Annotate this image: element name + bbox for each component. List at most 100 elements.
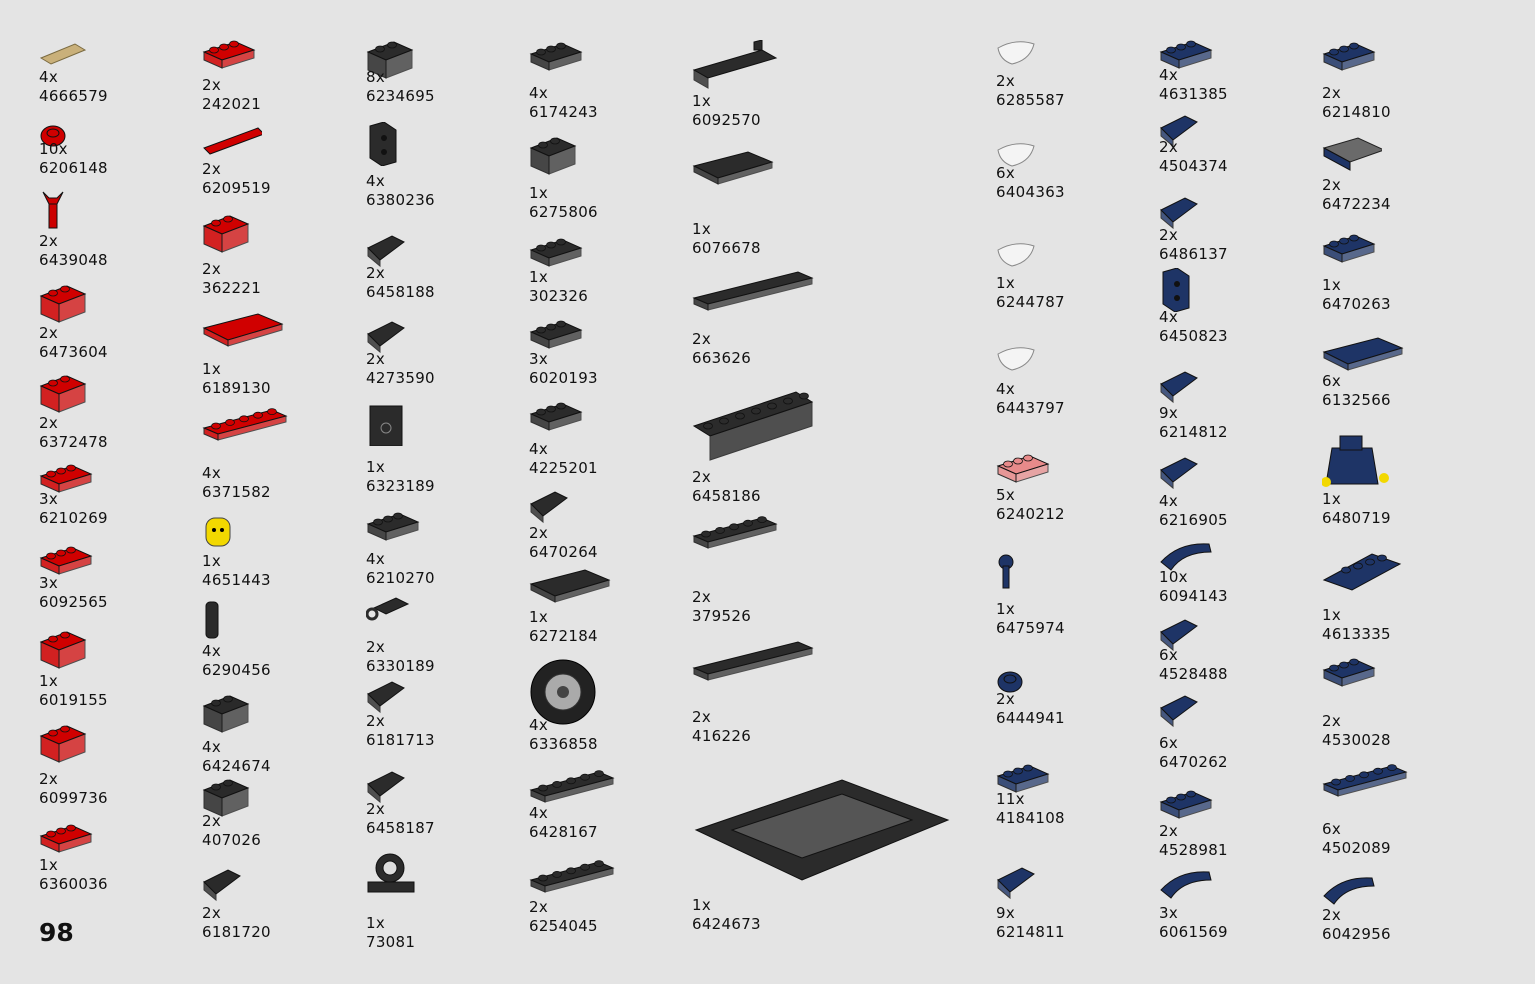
- slope-icon: [203, 869, 241, 902]
- part-number: 6174243: [529, 103, 598, 121]
- part-quantity: 2x: [39, 324, 59, 342]
- tile-icon: [529, 569, 611, 603]
- part-quantity: 2x: [39, 232, 59, 250]
- brick-icon: [39, 631, 87, 669]
- curved-slope-icon: [1160, 543, 1212, 571]
- page-number: 98: [39, 918, 74, 947]
- part-quantity: 4x: [1159, 66, 1179, 84]
- part-number: 6372478: [39, 433, 108, 451]
- part-number: 362221: [202, 279, 262, 297]
- plate-icon: [202, 40, 256, 69]
- part-quantity: 2x: [529, 524, 549, 542]
- part-quantity: 2x: [692, 330, 712, 348]
- part-number: 6092565: [39, 593, 108, 611]
- plate-icon: [39, 546, 93, 575]
- grille-icon: [1322, 137, 1382, 171]
- clip-plate-icon: [366, 597, 410, 621]
- part-quantity: 1x: [692, 896, 712, 914]
- slope-icon: [367, 681, 405, 714]
- part-quantity: 1x: [202, 552, 222, 570]
- part-number: 6214812: [1159, 423, 1228, 441]
- minifig-torso-icon: [1322, 435, 1389, 487]
- part-number: 6285587: [996, 91, 1065, 109]
- bracket-icon: [369, 122, 397, 166]
- plate-icon: [529, 42, 583, 71]
- slope-icon: [367, 771, 405, 804]
- part-number: 302326: [529, 287, 589, 305]
- part-quantity: 1x: [202, 360, 222, 378]
- part-number: 6020193: [529, 369, 598, 387]
- plate-icon: [529, 402, 583, 431]
- part-number: 6371582: [202, 483, 271, 501]
- part-number: 6216905: [1159, 511, 1228, 529]
- chassis-icon: [694, 779, 950, 881]
- part-number: 407026: [202, 831, 262, 849]
- red-wrench-icon: [42, 191, 64, 229]
- brick-icon: [202, 695, 250, 733]
- technic-plate-icon: [692, 391, 814, 461]
- plate-icon: [1159, 790, 1213, 819]
- part-number: 6336858: [529, 735, 598, 753]
- part-number: 6042956: [1322, 925, 1391, 943]
- part-number: 6475974: [996, 619, 1065, 637]
- curved-slope-icon: [1323, 877, 1375, 905]
- part-quantity: 1x: [996, 274, 1016, 292]
- brick-icon: [366, 41, 414, 79]
- part-quantity: 4x: [202, 642, 222, 660]
- part-quantity: 2x: [1322, 906, 1342, 924]
- brick-icon: [529, 137, 577, 175]
- round-plate-icon: [997, 671, 1023, 693]
- plate-icon: [529, 320, 583, 349]
- part-number: 4184108: [996, 809, 1065, 827]
- part-number: 6076678: [692, 239, 761, 257]
- part-number: 6254045: [529, 917, 598, 935]
- part-number: 6272184: [529, 627, 598, 645]
- part-number: 6189130: [202, 379, 271, 397]
- part-quantity: 3x: [529, 350, 549, 368]
- part-quantity: 2x: [202, 260, 222, 278]
- part-number: 6360036: [39, 875, 108, 893]
- part-number: 6450823: [1159, 327, 1228, 345]
- part-quantity: 4x: [1159, 492, 1179, 510]
- part-number: 6424674: [202, 757, 271, 775]
- part-quantity: 2x: [366, 264, 386, 282]
- part-quantity: 4x: [529, 804, 549, 822]
- round-red-icon: [40, 125, 66, 147]
- part-quantity: 4x: [529, 716, 549, 734]
- part-quantity: 2x: [39, 414, 59, 432]
- part-quantity: 4x: [39, 68, 59, 86]
- part-quantity: 6x: [1159, 646, 1179, 664]
- part-quantity: 2x: [692, 588, 712, 606]
- part-quantity: 1x: [366, 914, 386, 932]
- part-quantity: 2x: [1322, 712, 1342, 730]
- part-quantity: 4x: [529, 84, 549, 102]
- part-number: 4666579: [39, 87, 108, 105]
- part-quantity: 3x: [39, 574, 59, 592]
- part-quantity: 4x: [202, 738, 222, 756]
- brick-icon: [202, 215, 250, 253]
- part-quantity: 2x: [529, 898, 549, 916]
- plate-icon: [1159, 40, 1213, 69]
- part-number: 6323189: [366, 477, 435, 495]
- part-quantity: 4x: [202, 464, 222, 482]
- part-number: 6330189: [366, 657, 435, 675]
- part-number: 6209519: [202, 179, 271, 197]
- part-quantity: 2x: [366, 712, 386, 730]
- part-quantity: 2x: [996, 72, 1016, 90]
- part-quantity: 2x: [202, 160, 222, 178]
- axle-icon: [203, 127, 262, 155]
- part-quantity: 2x: [692, 468, 712, 486]
- part-quantity: 4x: [366, 550, 386, 568]
- part-quantity: 1x: [692, 92, 712, 110]
- part-quantity: 4x: [529, 440, 549, 458]
- part-quantity: 2x: [1159, 226, 1179, 244]
- plate-icon: [366, 512, 420, 541]
- part-quantity: 2x: [366, 800, 386, 818]
- tile-icon: [1322, 337, 1404, 371]
- part-number: 6214811: [996, 923, 1065, 941]
- panel-icon: [369, 405, 403, 446]
- stick-icon: [998, 554, 1014, 589]
- part-number: 6092570: [692, 111, 761, 129]
- part-number: 6061569: [1159, 923, 1228, 941]
- slope-icon: [1160, 619, 1198, 652]
